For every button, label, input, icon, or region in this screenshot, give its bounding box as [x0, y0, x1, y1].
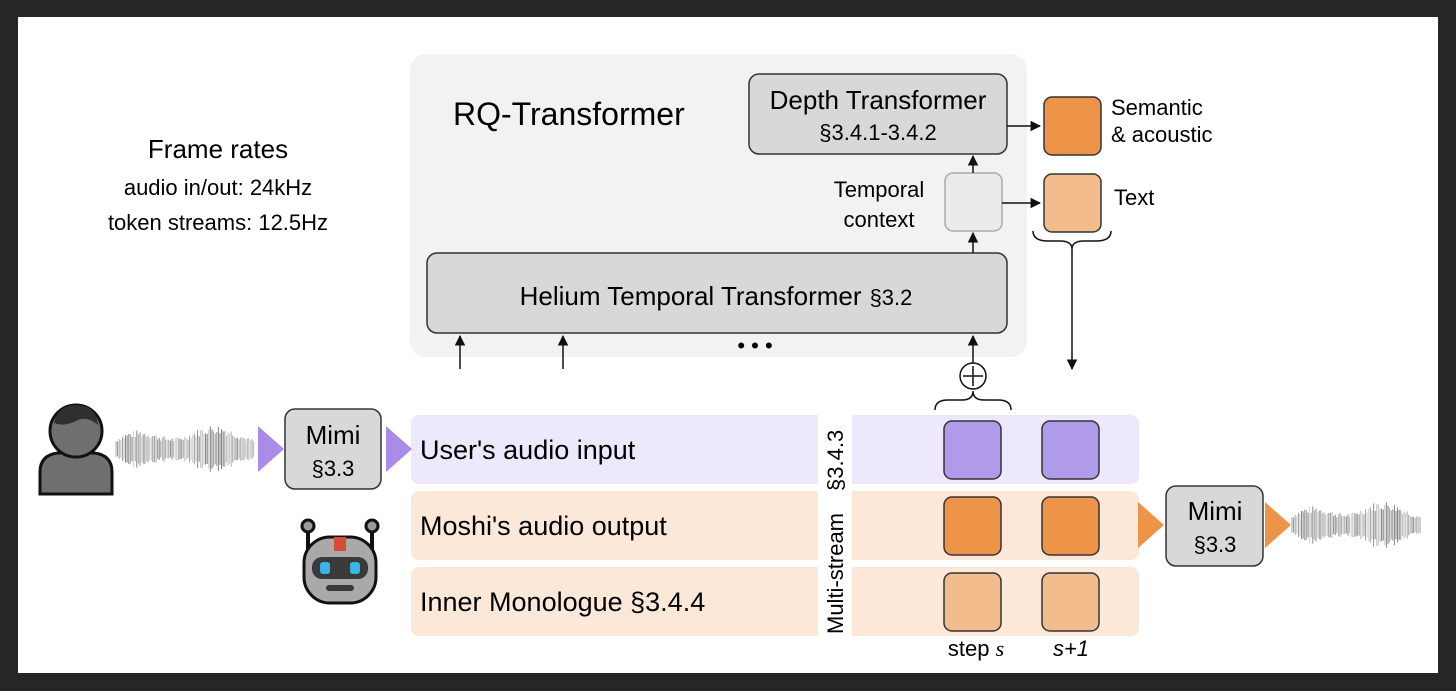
temporal-context-label-2: context: [844, 207, 915, 232]
temporal-context-label-1: Temporal: [834, 177, 924, 202]
user-person-icon: [38, 403, 114, 496]
temporal-context-box: [944, 172, 1003, 232]
semantic-label-1: Semantic: [1111, 95, 1203, 120]
frame-rates-tokens: token streams: 12.5Hz: [108, 210, 328, 235]
mimi-input-box: [284, 408, 382, 490]
diagram-svg: Frame rates audio in/out: 24kHz token st…: [38, 54, 1421, 661]
frame-rates-audio: audio in/out: 24kHz: [124, 175, 312, 200]
mimi-output-ref: §3.3: [1194, 532, 1237, 557]
text-label: Text: [1114, 185, 1154, 210]
input-brace: [934, 390, 1012, 411]
text-token: [1043, 173, 1102, 233]
mimi-output-box: [1165, 485, 1264, 567]
frame-rates-title: Frame rates: [148, 134, 288, 164]
helium-transformer-box: [426, 252, 1008, 334]
user-token-s1: [1041, 420, 1100, 480]
diagram-canvas: Frame rates audio in/out: 24kHz token st…: [18, 17, 1438, 673]
multistream-column: [818, 415, 852, 637]
depth-transformer-box: [748, 73, 1008, 155]
rq-transformer-title: RQ-Transformer: [453, 96, 685, 132]
mimi-output-name: Mimi: [1188, 496, 1243, 526]
robot-icon: [300, 518, 380, 605]
step-s-label: step s: [948, 636, 1004, 661]
multistream-label: Multi-stream§3.4.3: [823, 430, 848, 634]
mimi-to-user-arrow: [386, 426, 412, 472]
wave-to-mimi-arrow: [258, 426, 284, 472]
ellipsis: • • •: [737, 333, 772, 358]
monologue-token-s: [943, 572, 1002, 632]
waveform-icon: [1291, 502, 1421, 548]
moshi-to-mimi-arrow: [1138, 502, 1164, 548]
semantic-label-2: & acoustic: [1111, 122, 1213, 147]
mimi-input-name: Mimi: [306, 420, 361, 450]
moshi-token-s: [943, 496, 1002, 556]
user-stream-label: User's audio input: [420, 435, 636, 465]
step-s1-label: s+1: [1053, 636, 1089, 661]
depth-transformer-title: Depth Transformer: [770, 85, 987, 115]
semantic-acoustic-token: [1043, 96, 1102, 156]
moshi-stream-label: Moshi's audio output: [420, 511, 667, 541]
mimi-to-wave-arrow: [1265, 502, 1291, 548]
monologue-token-s1: [1041, 572, 1100, 632]
moshi-token-s1: [1041, 496, 1100, 556]
waveform-icon: [115, 426, 255, 472]
depth-transformer-ref: §3.4.1-3.4.2: [819, 120, 936, 145]
user-token-s: [943, 420, 1002, 480]
mimi-input-ref: §3.3: [312, 456, 355, 481]
monologue-stream-label: Inner Monologue §3.4.4: [420, 587, 705, 617]
helium-transformer-title: Helium Temporal Transformer§3.2: [520, 281, 913, 311]
output-brace: [1032, 230, 1112, 250]
